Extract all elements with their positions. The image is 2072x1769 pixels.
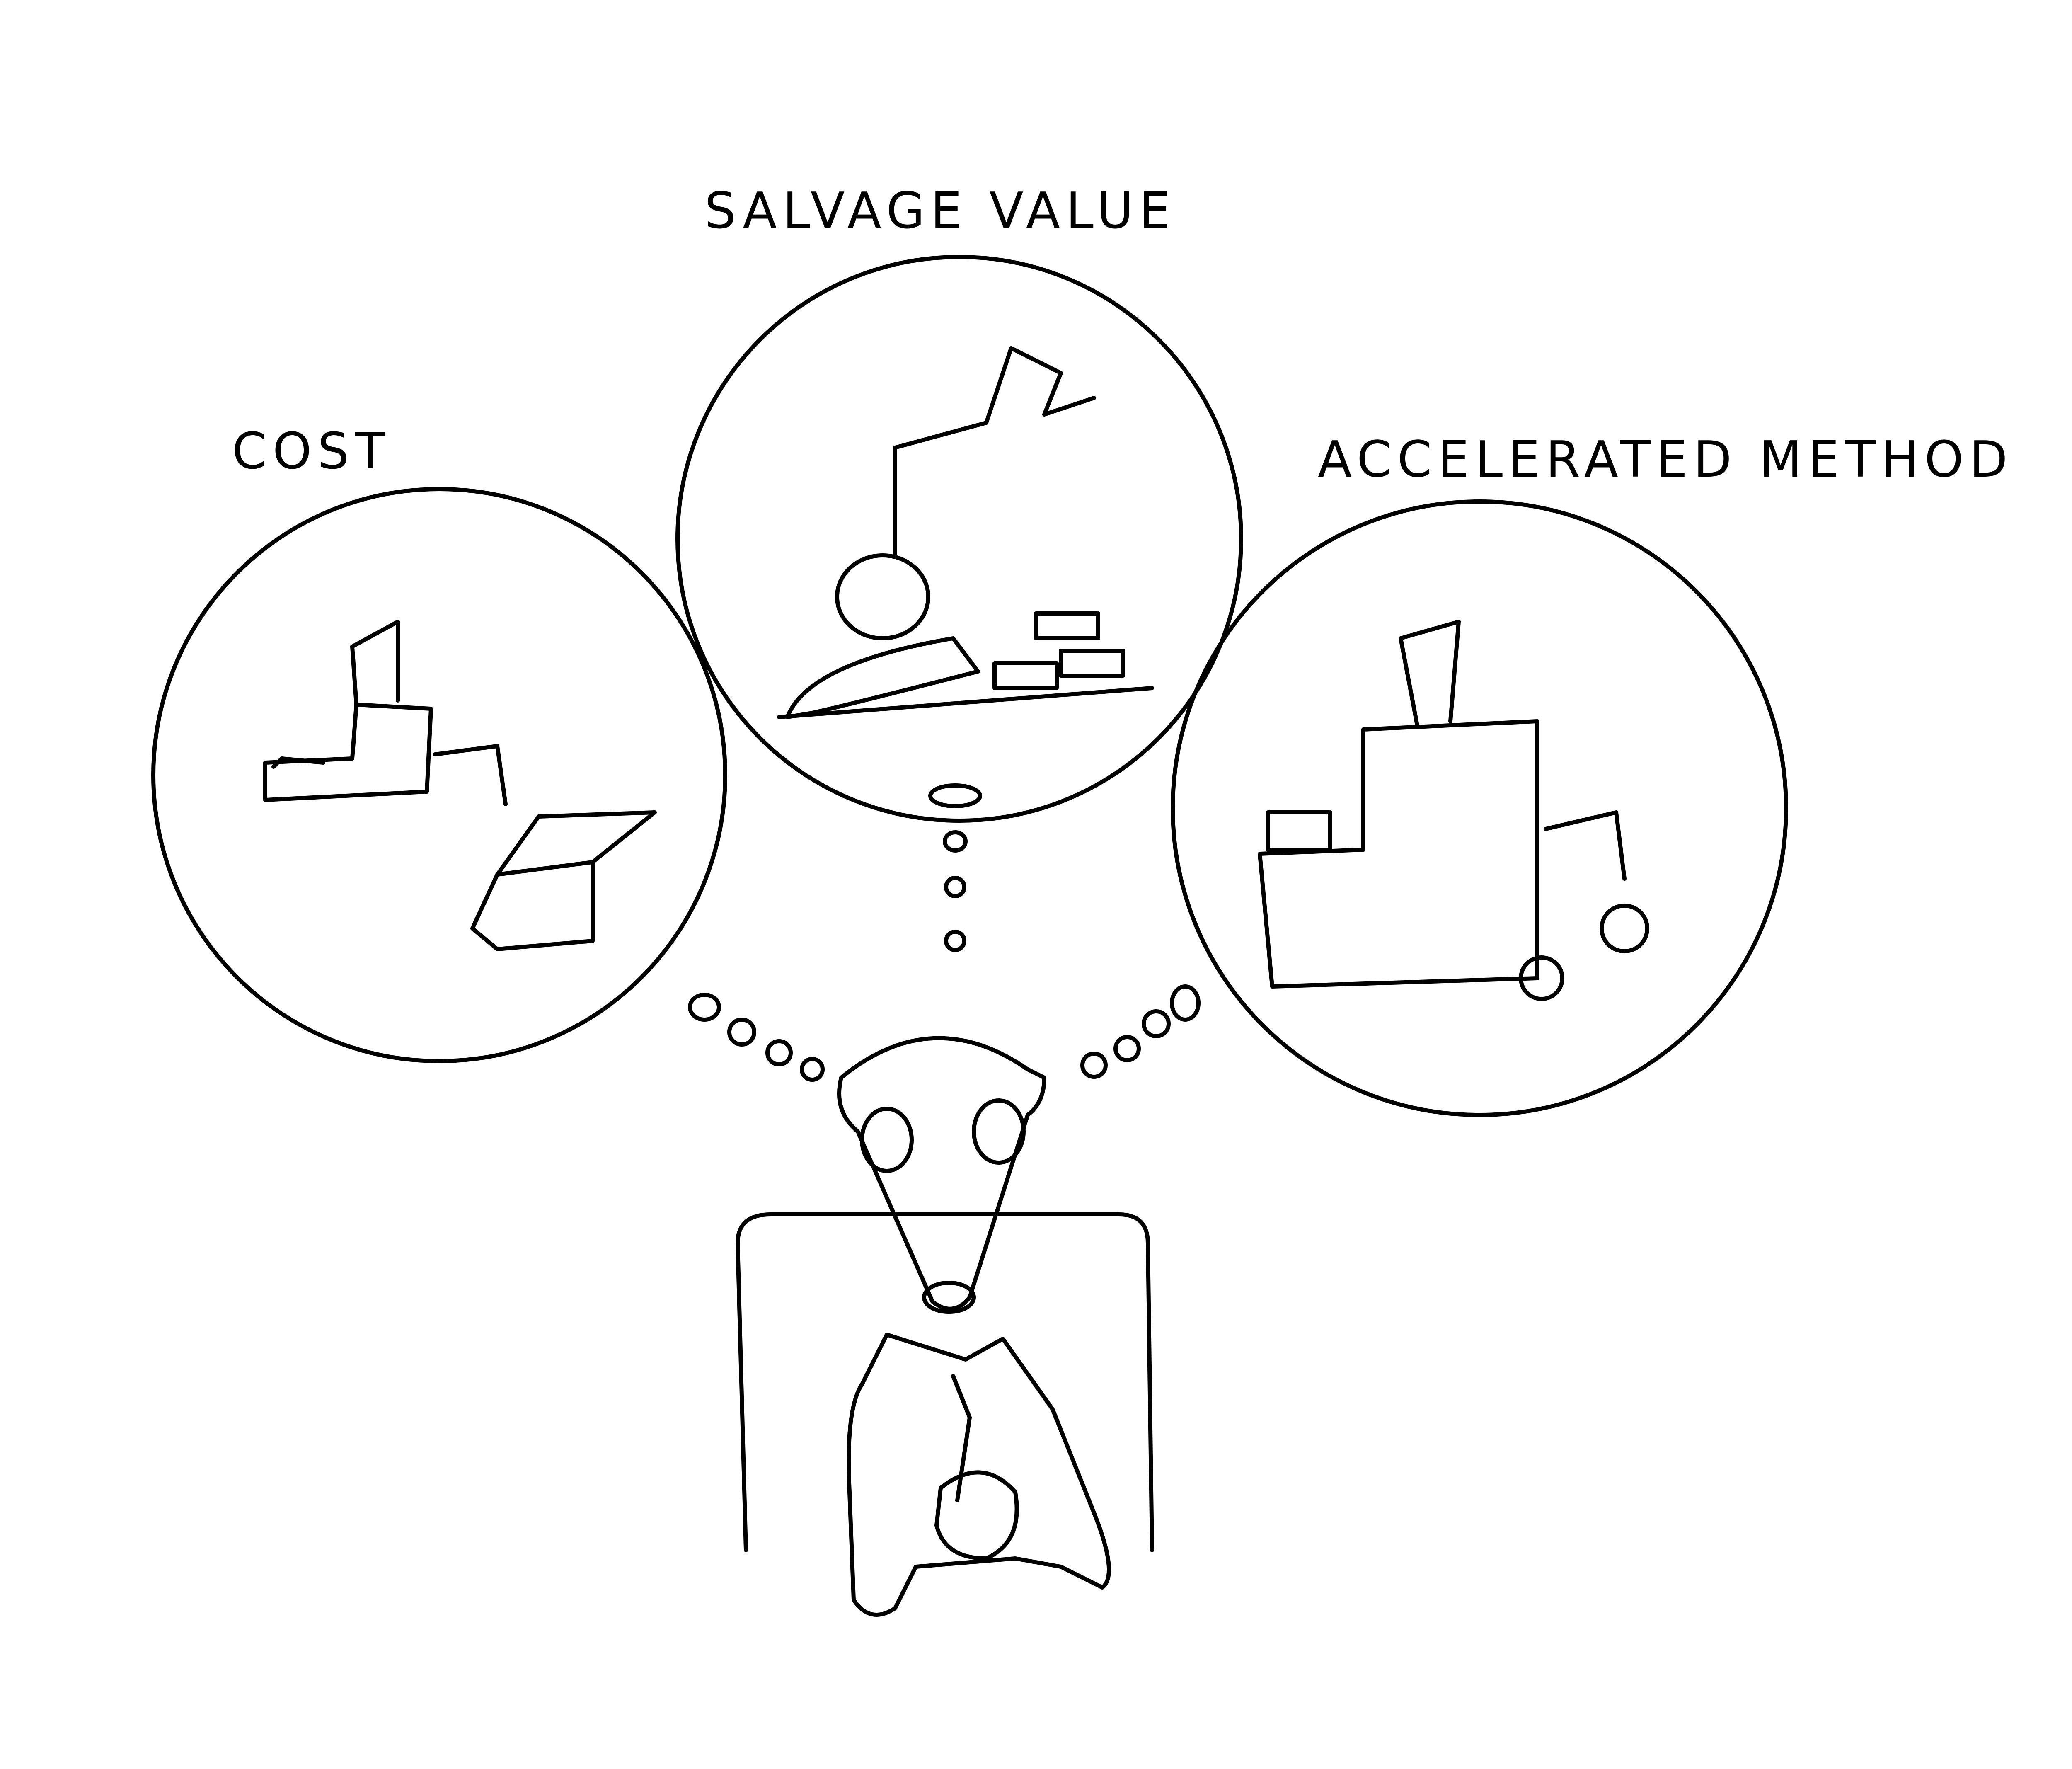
hands [934,1470,1019,1561]
factory-sketch [1258,620,1649,1001]
body [847,1333,1111,1617]
thought-dots [688,783,1201,1082]
excavator-sketch [777,346,1154,719]
tie [951,1374,972,1502]
open-box-sketch [470,810,657,951]
chair [736,1212,1154,1552]
cost-thought-bubble [151,487,727,1063]
accelerated-thought-bubble [1171,499,1788,1117]
cost-label: COST [232,423,391,480]
right-eye [972,1098,1026,1165]
thinking-character [736,1036,1154,1617]
factory-sketch [263,620,508,806]
salvage-thought-bubble [675,255,1243,823]
nose [922,1281,976,1314]
salvage-value-label: SALVAGE VALUE [704,182,1176,240]
accelerated-method-label: ACCELERATED METHOD [1318,431,2014,489]
left-eye [860,1107,914,1173]
head [837,1036,1046,1311]
